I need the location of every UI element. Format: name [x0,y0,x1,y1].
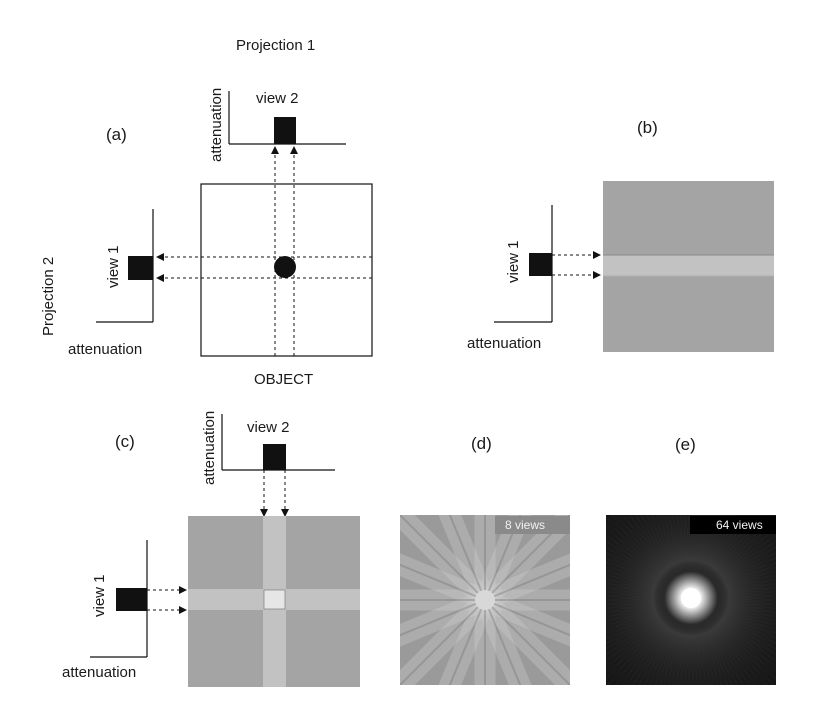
panel-b: (b) view 1 attenuation [467,118,774,352]
panel-c: (c) attenuation view 2 view 1 attenuatio… [62,411,360,687]
panel-e-label: (e) [675,435,696,454]
d-backprojection-spokes [400,515,570,685]
object-disk [274,256,296,278]
proj2-view-label: view 1 [105,245,122,288]
projection-1-title: Projection 1 [236,37,315,54]
c-top-profile-block [263,444,286,470]
c-overlap-square [263,589,286,610]
panel-d-label: (d) [471,434,492,453]
b-axis-label: attenuation [467,335,541,352]
e-views-badge [690,516,776,534]
proj1-axis-label: attenuation [208,88,225,162]
proj2-profile-block [128,256,153,280]
e-views-label: 64 views [716,518,763,532]
panel-c-label: (c) [115,432,135,451]
b-smear-band [603,255,774,276]
proj1-view-label: view 2 [256,90,299,107]
panel-e: (e) 64 views [606,435,776,685]
d-center-disk [475,590,495,610]
c-left-profile-block [116,588,147,611]
c-top-view-label: view 2 [247,419,290,436]
e-center-disk [681,588,701,608]
c-left-view-label: view 1 [91,574,108,617]
d-views-badge [495,516,570,534]
d-views-label: 8 views [505,518,545,532]
object-label: OBJECT [254,371,313,388]
panel-a: Projection 1 (a) attenuation view 2 OBJE… [40,37,373,388]
panel-d: (d) 8 views [400,434,570,685]
c-left-axis-label: attenuation [62,664,136,681]
panel-a-label: (a) [106,125,127,144]
proj1-profile-block [274,117,296,144]
panel-b-label: (b) [637,118,658,137]
b-view-label: view 1 [505,240,522,283]
c-top-axis-label: attenuation [201,411,218,485]
d-backprojection-edge-strip [484,515,486,685]
proj2-axis-label: attenuation [68,341,142,358]
projection-2-title: Projection 2 [40,257,57,336]
b-profile-block [529,253,552,276]
